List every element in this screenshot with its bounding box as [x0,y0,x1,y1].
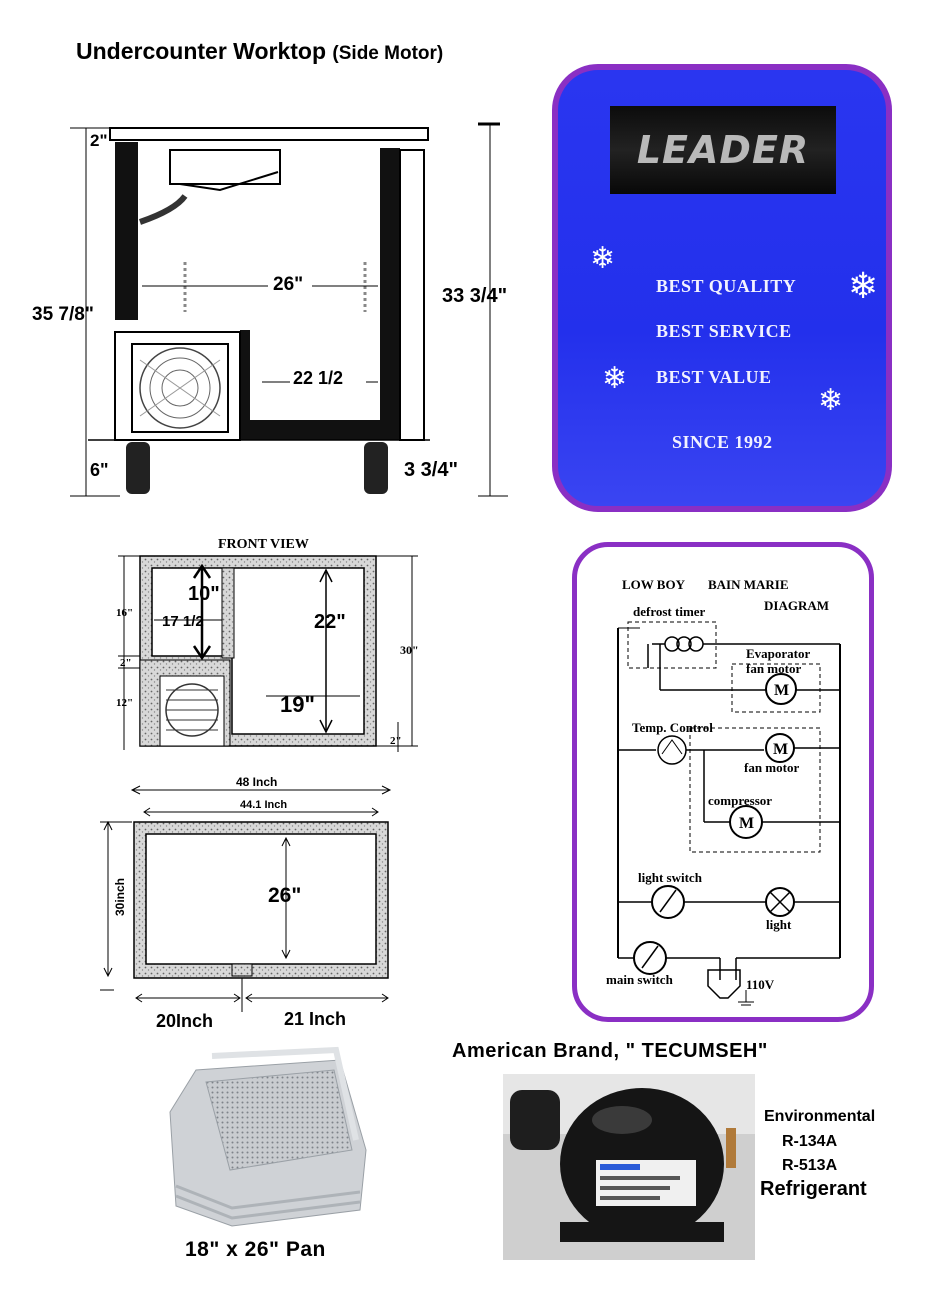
logo-text: LEADER [636,128,810,172]
refrigerant-r513a: R-513A [782,1157,838,1174]
snowflake-icon: ❄ [818,384,844,417]
wiring-title-mid: BAIN MARIE [708,577,789,592]
front-compartment-width: 17 1/2 [162,613,204,630]
fan-motor-symbol: M [773,741,788,758]
side-interior-width: 26" [273,274,303,295]
top-left-width: 20Inch [156,1011,213,1031]
badge-line-service: BEST SERVICE [656,321,792,341]
wiring-main-switch-label: main switch [606,972,674,987]
wiring-title-left: LOW BOY [622,577,686,592]
wiring-voltage-label: 110V [746,977,775,992]
compressor-brand: American Brand, " TECUMSEH" [452,1040,768,1062]
evap-motor-symbol: M [774,682,789,699]
wiring-evap-label: Evaporator [746,646,811,661]
front-right-gap: 2" [390,735,402,747]
top-inner-width: 44.1 Inch [240,799,287,811]
front-view-label: FRONT VIEW [218,537,309,552]
title-sub: (Side Motor) [332,43,444,64]
page-title: Undercounter Worktop (Side Motor) [76,38,443,65]
wiring-light-label: light [766,917,792,932]
pan-label: 18" x 26" Pan [185,1238,326,1261]
refrigerant-label: Refrigerant [760,1178,867,1200]
wiring-compressor-label: compressor [708,793,772,808]
wiring-light-switch-label: light switch [638,870,703,885]
compressor-motor-symbol: M [739,815,754,832]
badge-line-quality: BEST QUALITY [656,276,797,296]
front-upper-height: 10" [188,583,220,605]
wiring-diagram-frame [572,542,874,1022]
wiring-title-right: DIAGRAM [764,598,829,613]
side-foot-offset: 3 3/4" [404,459,458,481]
snowflake-icon: ❄ [848,265,879,306]
badge-since: SINCE 1992 [672,432,773,452]
front-total-height: 30" [400,643,419,657]
front-interior-height: 22" [314,611,346,633]
wiring-temp-label: Temp. Control [632,720,713,735]
front-top-section: 16" [116,607,133,619]
side-interior-depth: 22 1/2 [293,368,343,388]
badge-line-value: BEST VALUE [656,367,772,387]
side-top-thickness: 2" [90,131,108,150]
snowflake-icon: ❄ [590,242,616,275]
top-depth: 30inch [113,878,127,916]
title-main: Undercounter Worktop [76,38,327,64]
refrigerant-env: Environmental [764,1108,876,1125]
front-mid-gap: 2" [120,657,132,669]
side-caster-height: 6" [90,460,109,480]
wiring-fan-label: fan motor [744,760,799,775]
side-cabinet-height: 33 3/4" [442,285,507,307]
badge-content: ❄ ❄ ❄ ❄ BEST QUALITY BEST SERVICE BEST V… [552,64,892,512]
wiring-defrost-label: defrost timer [633,604,706,619]
top-interior-depth: 26" [268,884,301,907]
leader-logo: LEADER [610,106,836,194]
front-lower-section: 12" [116,697,133,709]
front-interior-width: 19" [280,692,315,717]
top-outer-width: 48 Inch [236,775,277,789]
wiring-evap-fan-label: fan motor [746,661,801,676]
refrigerant-r134a: R-134A [782,1133,838,1150]
top-right-width: 21 Inch [284,1009,346,1029]
side-total-height: 35 7/8" [32,304,94,325]
snowflake-icon: ❄ [602,362,628,395]
